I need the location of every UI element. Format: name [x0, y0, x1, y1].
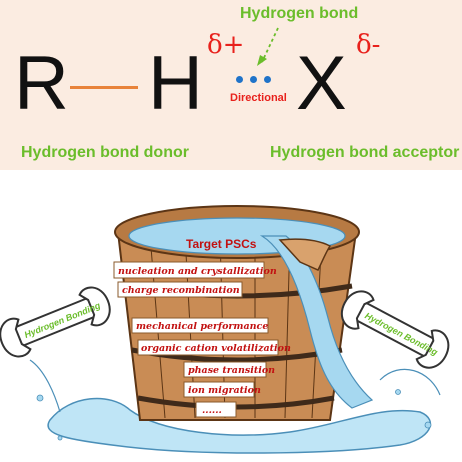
plank-label-bg	[183, 361, 267, 378]
plank-label: ion migration	[188, 385, 261, 396]
atom-r: R	[14, 41, 69, 126]
plank-label-bg	[195, 401, 237, 418]
plank-label-bg	[137, 339, 279, 356]
atom-x: X	[296, 41, 347, 126]
water-splash	[29, 359, 441, 454]
hydrogen-bond-title: Hydrogen bond	[240, 5, 359, 22]
plank-label: mechanical performance	[136, 321, 268, 332]
bond-dot	[250, 76, 257, 83]
target-label: Target PSCs	[186, 237, 257, 251]
plank-label: nucleation and crystallization	[118, 266, 277, 277]
wrench-label-right: Hydrogen Bonding	[363, 311, 440, 358]
atom-h: H	[148, 41, 203, 126]
covalent-bond-line	[70, 86, 138, 89]
bond-dot	[264, 76, 271, 83]
plank-label: charge recombination	[122, 285, 240, 296]
plank-label: organic cation volatilization	[141, 343, 291, 354]
plank-label-bg	[131, 317, 269, 334]
hydrogen-bond-panel: R H δ+ Hydrogen bond Directional X δ- Hy…	[0, 0, 462, 170]
bond-dot	[236, 76, 243, 83]
plank-label-bg	[117, 281, 243, 298]
arrow-icon	[257, 27, 279, 66]
directional-label: Directional	[230, 92, 287, 104]
delta-minus: δ-	[356, 30, 381, 60]
wrench-icon-left: Hydrogen Bonding	[0, 286, 111, 358]
plank-label-bg	[113, 261, 265, 279]
delta-plus: δ+	[207, 30, 245, 60]
plank-label: ......	[202, 405, 222, 416]
plank-label-bg	[183, 381, 255, 398]
water-stream	[259, 235, 374, 409]
acceptor-label: Hydrogen bond acceptor	[270, 144, 460, 161]
wrench-icon-right: Hydrogen Bonding	[340, 290, 450, 369]
plank-label: phase transition	[188, 365, 275, 376]
donor-label: Hydrogen bond donor	[21, 144, 189, 161]
plank-labels: nucleation and crystallization charge re…	[113, 261, 291, 418]
